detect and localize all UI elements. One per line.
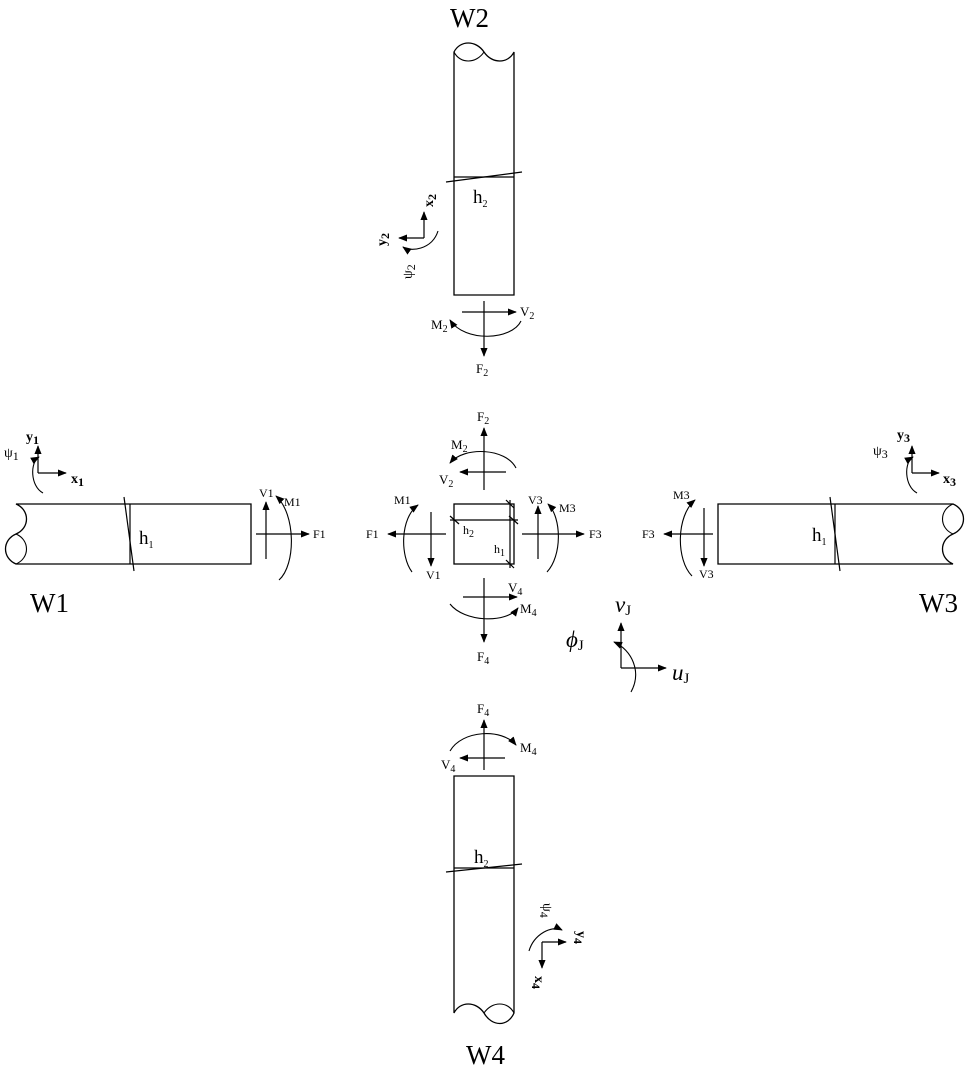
w3-y-axis-label: y3 bbox=[897, 428, 910, 445]
joint-phi-dof-label: ϕJ bbox=[566, 627, 584, 654]
w3-moment-arrow bbox=[679, 499, 696, 577]
wall-w2-label: W2 bbox=[450, 3, 489, 33]
wall-w3-end-forces: F3 V3 M3 bbox=[642, 488, 714, 581]
w3-rotation-arrow bbox=[904, 456, 918, 494]
wall-w4-break-line bbox=[483, 1003, 515, 1014]
w2-shear-force-label: V2 bbox=[520, 304, 534, 322]
joint-forces-from-w1: F1 V1 M1 bbox=[366, 493, 446, 582]
w1-shear-force-label: V1 bbox=[259, 486, 274, 500]
joint-f1-label: F1 bbox=[366, 527, 379, 541]
wall-w2-body bbox=[453, 42, 515, 296]
w1-psi-label: ψ1 bbox=[4, 446, 19, 463]
joint-forces-from-w4: F4 V4 M4 bbox=[449, 578, 537, 667]
wall-w3-body bbox=[717, 503, 965, 565]
wall-w2-width-label: h2 bbox=[473, 187, 488, 210]
w2-moment-label: M2 bbox=[431, 317, 448, 335]
wall-w1-local-axes: y1 x1 ψ1 bbox=[4, 430, 84, 494]
joint-m1-label: M1 bbox=[394, 493, 411, 507]
wall-w4: W4 h2 bbox=[445, 775, 523, 1070]
wall-w4-local-axes: x4 y4 ψ4 bbox=[528, 903, 588, 989]
wall-w4-end-forces: F4 V4 M4 bbox=[441, 701, 537, 775]
w4-moment-label: M4 bbox=[520, 740, 537, 758]
wall-w3-local-axes: y3 x3 ψ3 bbox=[873, 428, 956, 494]
wall-w2-end-forces: F2 V2 M2 bbox=[431, 301, 534, 379]
joint-v-dof-label: vJ bbox=[615, 592, 631, 619]
joint-v2-label: V2 bbox=[439, 472, 453, 490]
wall-w2-local-axes: x2 y2 ψ2 bbox=[375, 194, 439, 279]
joint-h2-label: h2 bbox=[463, 523, 474, 540]
joint-m3-arrow bbox=[546, 503, 559, 573]
joint-h2-tick-left bbox=[449, 515, 460, 525]
wall-w1-width-label: h1 bbox=[139, 528, 154, 551]
w4-rotation-arrow bbox=[528, 923, 563, 952]
joint-m1-arrow bbox=[403, 504, 419, 573]
w4-y-axis-label: y4 bbox=[571, 931, 588, 944]
w1-x-axis-label: x1 bbox=[71, 472, 84, 489]
w4-axial-force-label: F4 bbox=[477, 701, 489, 719]
joint-f4-label: F4 bbox=[477, 649, 489, 667]
wall-w1-end-forces: F1 V1 M1 bbox=[256, 486, 326, 581]
w4-shear-force-label: V4 bbox=[441, 757, 455, 775]
w4-moment-arrow bbox=[449, 733, 517, 752]
joint-m4-label: M4 bbox=[520, 601, 537, 619]
joint-panel: h2 h1 bbox=[449, 499, 519, 569]
joint-forces-from-w2: F2 V2 M2 bbox=[439, 409, 517, 490]
joint-u-dof-label: uJ bbox=[672, 660, 690, 687]
w3-shear-force-label: V3 bbox=[699, 567, 714, 581]
wall-w4-width-label: h2 bbox=[474, 847, 489, 870]
w2-rotation-arrow bbox=[402, 230, 439, 255]
w4-psi-label: ψ4 bbox=[537, 903, 554, 918]
joint-v1-label: V1 bbox=[426, 568, 441, 582]
w1-moment-label: M1 bbox=[284, 495, 301, 509]
w3-psi-label: ψ3 bbox=[873, 444, 888, 461]
wall-w2: W2 h2 bbox=[445, 3, 523, 296]
w1-y-axis-label: y1 bbox=[26, 430, 39, 447]
joint-f3-label: F3 bbox=[589, 527, 602, 541]
w1-moment-arrow bbox=[275, 495, 292, 581]
w1-rotation-arrow bbox=[30, 456, 44, 494]
joint-m2-label: M2 bbox=[451, 437, 468, 455]
wall-w3-break-line bbox=[941, 503, 954, 535]
w3-x-axis-label: x3 bbox=[943, 472, 956, 489]
wall-w1: W1 h1 bbox=[4, 496, 252, 618]
wall-w1-break-line bbox=[15, 533, 28, 565]
joint-phi-rotation-arrow bbox=[613, 641, 637, 693]
joint-h1-tick-bottom bbox=[505, 559, 515, 569]
joint-dof-axes: vJ uJ ϕJ bbox=[566, 592, 690, 693]
w3-axial-force-label: F3 bbox=[642, 527, 655, 541]
wall-w1-section-cut bbox=[123, 496, 135, 572]
w2-moment-arrow bbox=[449, 319, 522, 337]
joint-v4-label: V4 bbox=[508, 580, 522, 598]
joint-forces-from-w3: F3 V3 M3 bbox=[522, 493, 602, 573]
wall-w1-body bbox=[4, 503, 252, 565]
w3-moment-label: M3 bbox=[673, 488, 690, 502]
wall-w3: W3 h1 bbox=[717, 496, 965, 618]
w2-x-axis-label: x2 bbox=[422, 194, 439, 207]
joint-h1-label: h1 bbox=[494, 542, 505, 559]
joint-m4-arrow bbox=[449, 603, 519, 620]
wall-w4-label: W4 bbox=[466, 1040, 505, 1070]
wall-w3-label: W3 bbox=[919, 588, 958, 618]
wall-w1-label: W1 bbox=[30, 588, 69, 618]
w4-x-axis-label: x4 bbox=[529, 976, 546, 989]
joint-f2-label: F2 bbox=[477, 409, 489, 427]
w2-axial-force-label: F2 bbox=[476, 361, 488, 379]
joint-m3-label: M3 bbox=[559, 501, 576, 515]
wall-w2-break-line bbox=[453, 51, 485, 62]
wall-w4-body bbox=[453, 775, 515, 1025]
joint-h1-tick-top bbox=[505, 499, 515, 509]
joint-panel-body bbox=[453, 503, 515, 565]
w1-axial-force-label: F1 bbox=[313, 527, 326, 541]
w2-y-axis-label: y2 bbox=[375, 233, 392, 246]
wall-w3-width-label: h1 bbox=[812, 525, 827, 548]
joint-v3-label: V3 bbox=[528, 493, 543, 507]
joint-m2-arrow bbox=[449, 451, 517, 469]
w2-psi-label: ψ2 bbox=[401, 264, 418, 279]
